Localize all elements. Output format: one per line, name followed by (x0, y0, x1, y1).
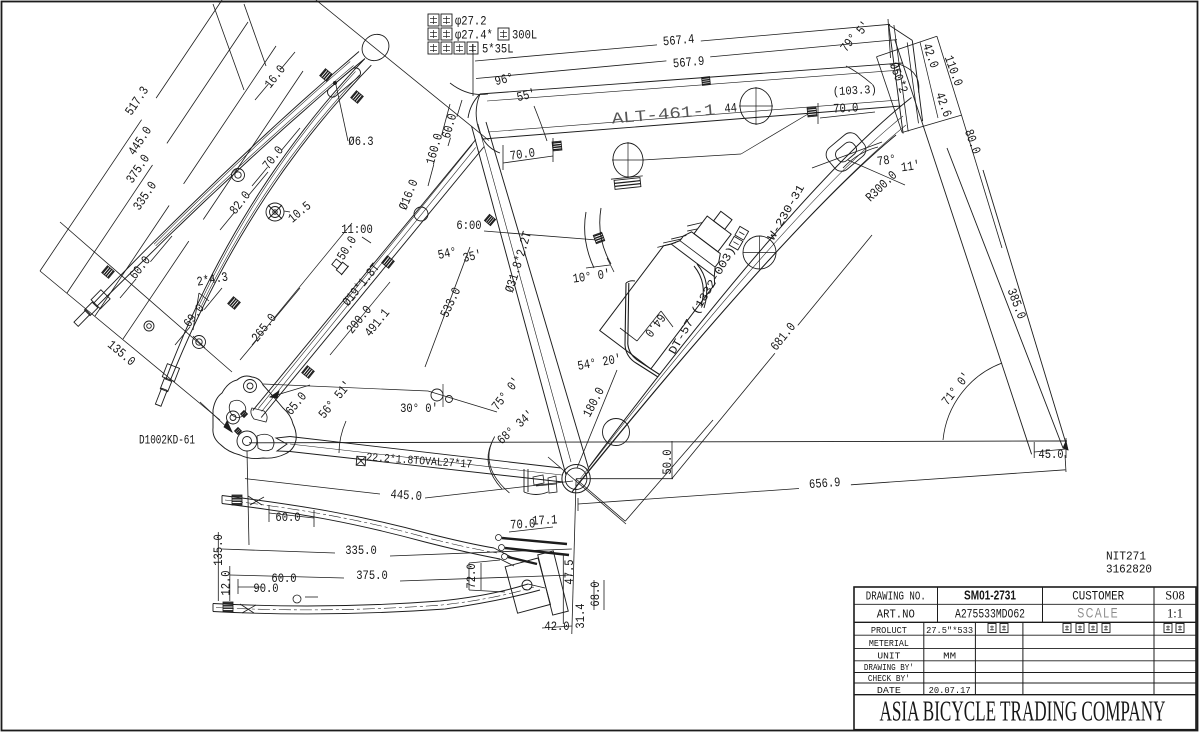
svg-text:DRAWING NO.: DRAWING NO. (866, 590, 926, 604)
svg-text:30° 0': 30° 0' (400, 401, 438, 416)
svg-text:A275533MDO62: A275533MDO62 (955, 607, 1025, 621)
svg-text:MM: MM (943, 652, 956, 662)
svg-text:47.5: 47.5 (562, 559, 577, 584)
svg-text:φ27.2: φ27.2 (455, 14, 487, 29)
svg-text:27.5″*533: 27.5″*533 (926, 625, 973, 636)
svg-text:φ27.4*: φ27.4* (455, 28, 493, 43)
svg-text:(103.3): (103.3) (833, 83, 878, 99)
svg-text:UNIT: UNIT (877, 651, 900, 662)
svg-text:CUSTOMER: CUSTOMER (1072, 590, 1124, 604)
svg-text:DRAWING BY': DRAWING BY' (864, 662, 914, 673)
svg-text:72.0: 72.0 (464, 563, 479, 588)
svg-text:SM01-2731: SM01-2731 (964, 589, 1016, 603)
svg-text:335.0: 335.0 (345, 543, 377, 558)
svg-text:1:1: 1:1 (1167, 606, 1183, 620)
svg-text:375.0: 375.0 (356, 568, 388, 583)
svg-text:11:00: 11:00 (341, 222, 373, 237)
svg-text:SCALE: SCALE (1077, 605, 1119, 620)
svg-text:PROLUCT: PROLUCT (871, 625, 907, 636)
svg-text:20.07.17: 20.07.17 (929, 685, 971, 696)
svg-text:90.0: 90.0 (253, 581, 278, 596)
svg-text:31.4: 31.4 (573, 603, 588, 628)
svg-text:567.9: 567.9 (672, 54, 705, 72)
svg-text:CHECK BY': CHECK BY' (868, 673, 910, 684)
svg-text:17.1: 17.1 (532, 512, 558, 528)
svg-text:35': 35' (461, 247, 483, 266)
svg-text:10° 0': 10° 0' (572, 266, 612, 286)
svg-text:96°: 96° (493, 70, 515, 89)
svg-text:44: 44 (724, 100, 738, 116)
svg-text:656.9: 656.9 (809, 475, 841, 492)
svg-text:6:00: 6:00 (456, 218, 481, 233)
svg-text:55': 55' (515, 86, 537, 105)
svg-text:11': 11' (900, 158, 921, 175)
svg-text:S08: S08 (1165, 589, 1184, 603)
svg-text:5*35L: 5*35L (482, 42, 514, 57)
svg-text:60.0: 60.0 (275, 510, 300, 525)
svg-text:70.0: 70.0 (510, 516, 536, 532)
svg-text:42.0: 42.0 (544, 619, 569, 634)
svg-text:D1002KD-61: D1002KD-61 (139, 434, 195, 448)
svg-text:445.0: 445.0 (390, 487, 422, 504)
svg-text:70.0: 70.0 (833, 100, 859, 116)
svg-text:78°: 78° (876, 152, 897, 169)
svg-text:300L: 300L (512, 28, 537, 43)
svg-text:ASIA BICYCLE TRADING COMPANY: ASIA BICYCLE TRADING COMPANY (880, 696, 1166, 728)
svg-text:68.0: 68.0 (588, 581, 603, 606)
svg-text:NIT271: NIT271 (1106, 550, 1146, 564)
svg-text:567.4: 567.4 (662, 32, 695, 50)
svg-text:DATE: DATE (877, 685, 901, 696)
svg-text:3162820: 3162820 (1106, 563, 1152, 577)
svg-text:METERIAL: METERIAL (869, 638, 909, 649)
svg-text:2*4.3: 2*4.3 (196, 269, 230, 289)
svg-text:135.0: 135.0 (211, 534, 226, 566)
svg-text:Ø6.3: Ø6.3 (348, 134, 373, 149)
svg-text:60.0: 60.0 (439, 112, 460, 140)
svg-text:ART.NO: ART.NO (877, 607, 915, 621)
svg-text:12.0: 12.0 (219, 570, 234, 595)
svg-text:60.0: 60.0 (271, 571, 296, 586)
svg-text:50.0: 50.0 (660, 449, 675, 474)
svg-text:54°: 54° (436, 244, 458, 263)
